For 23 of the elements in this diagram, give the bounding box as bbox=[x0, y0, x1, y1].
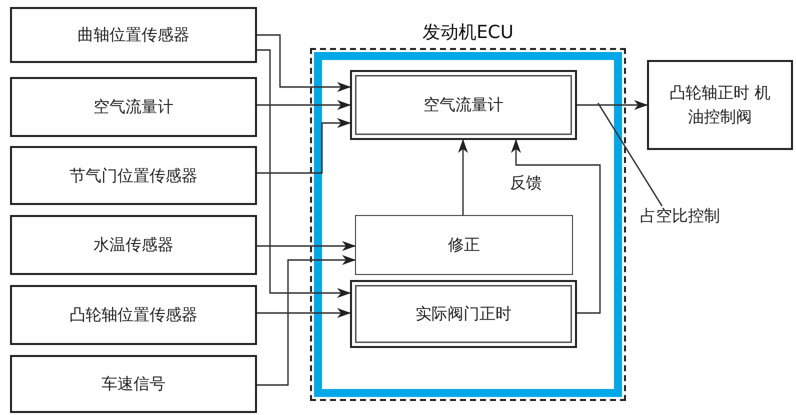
block-box: 曲轴位置传感器 bbox=[10, 7, 257, 63]
block-box: 车速信号 bbox=[10, 355, 257, 413]
leader-line bbox=[597, 102, 663, 206]
arrow bbox=[257, 308, 351, 318]
group-title: 发动机ECU bbox=[421, 20, 515, 44]
process-box: 实际阀门正时 bbox=[350, 280, 577, 348]
arrow bbox=[458, 139, 468, 215]
arrow bbox=[257, 255, 356, 386]
block-box: 水温传感器 bbox=[10, 215, 257, 275]
arrow bbox=[577, 100, 648, 110]
block-box: 空气流量计 bbox=[10, 77, 257, 137]
process-box: 修正 bbox=[355, 215, 573, 275]
arrow bbox=[257, 49, 351, 298]
arrow bbox=[257, 241, 356, 251]
arrow bbox=[257, 100, 351, 110]
arrow bbox=[511, 139, 601, 314]
arrow bbox=[257, 34, 351, 92]
arrow bbox=[257, 118, 351, 174]
block-box: 节气门位置传感器 bbox=[10, 146, 257, 205]
block-box: 凸轮轴位置传感器 bbox=[10, 285, 257, 345]
block-box: 凸轮轴正时 机油控制阀 bbox=[647, 60, 793, 150]
process-box: 空气流量计 bbox=[350, 70, 577, 140]
note-text: 占空比控制 bbox=[640, 206, 720, 227]
